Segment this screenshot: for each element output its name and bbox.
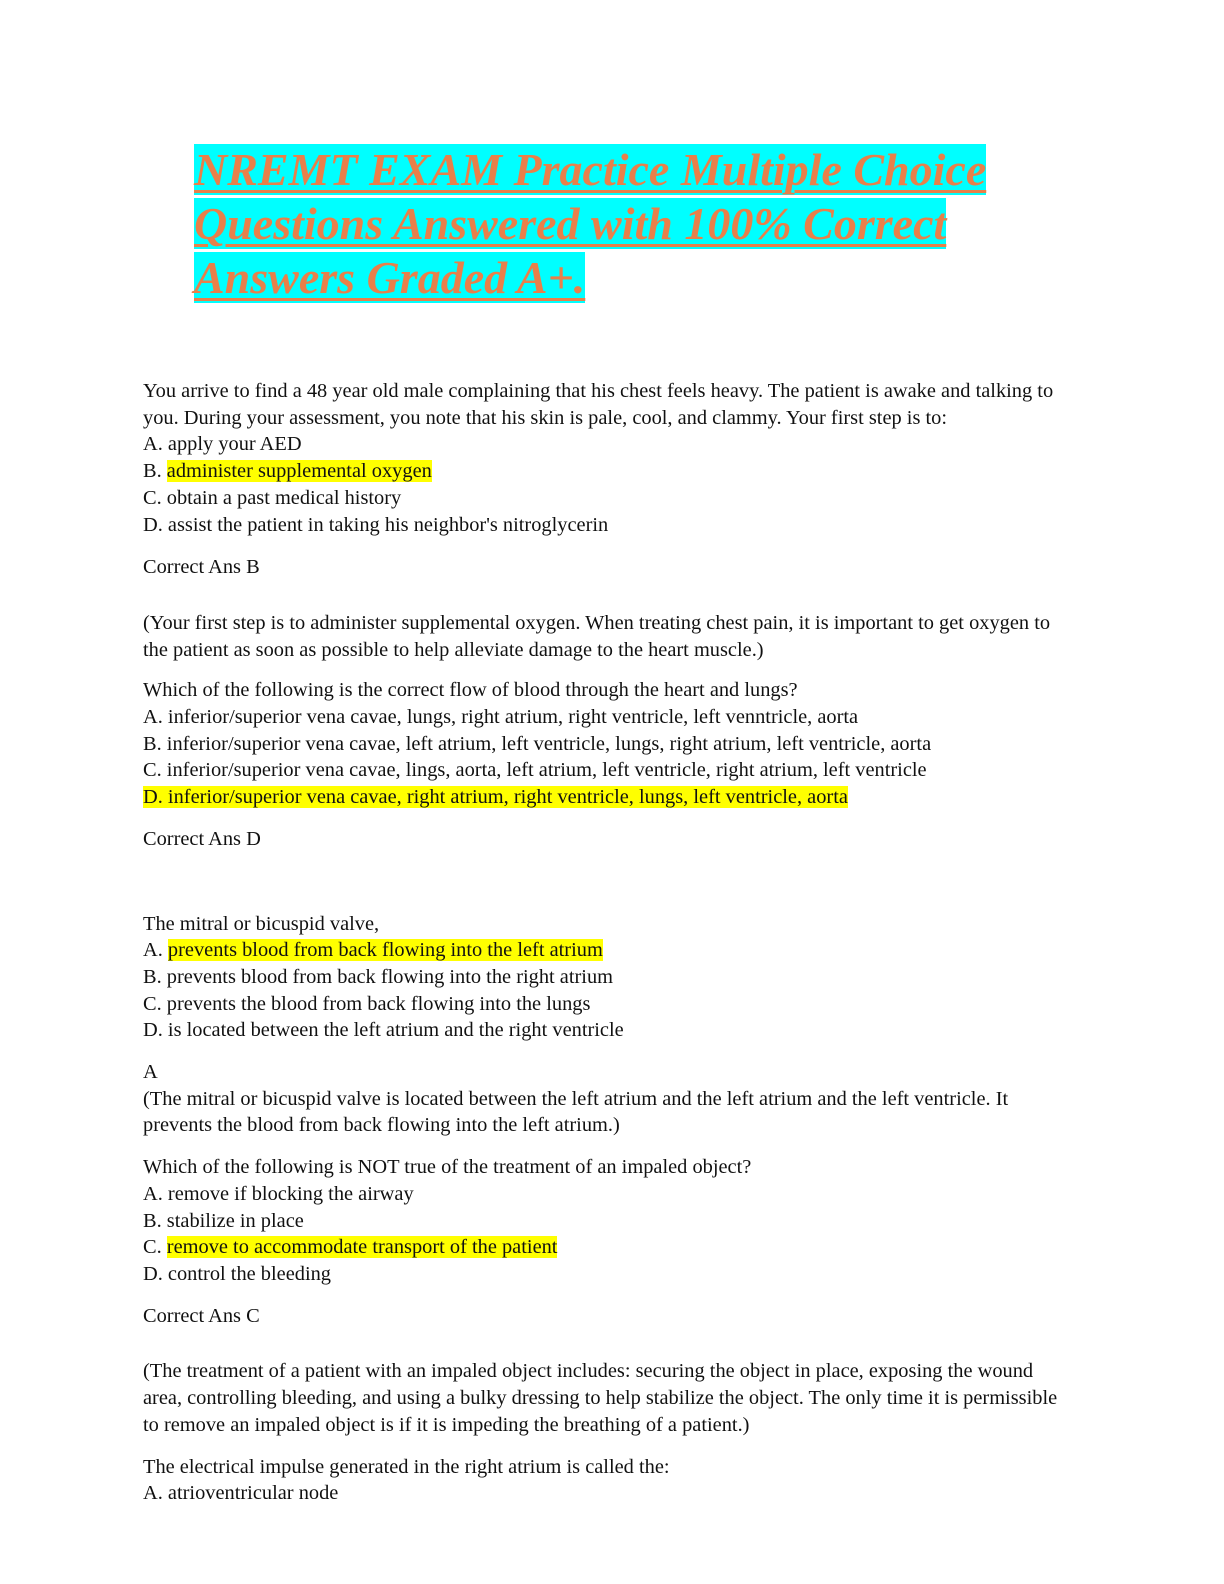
q2-option-a: A. inferior/superior vena cavae, lungs, … [143, 706, 859, 729]
document-body: You arrive to find a 48 year old male co… [143, 378, 1073, 1507]
q5-option-a: A. atrioventricular node [143, 1482, 339, 1505]
q3-option-a-prefix: A. [143, 939, 168, 962]
q4-answer: Correct Ans C [143, 1304, 260, 1327]
title-line-1: NREMT EXAM Practice Multiple Choice [194, 144, 987, 195]
q1-option-b-highlighted: administer supplemental oxygen [166, 460, 432, 483]
q1-option-b: B. administer supplemental oxygen [143, 458, 1073, 485]
document-title: NREMT EXAM Practice Multiple Choice Ques… [194, 143, 1054, 305]
q1-question: You arrive to find a 48 year old male co… [143, 380, 1054, 429]
q4-option-b: B. stabilize in place [143, 1209, 304, 1232]
q4-option-d: D. control the bleeding [143, 1262, 331, 1285]
title-line-3: Answers Graded A+. [194, 252, 586, 303]
q2-option-c: C. inferior/superior vena cavae, lings, … [143, 759, 927, 782]
q4-option-c-prefix: C. [143, 1236, 167, 1259]
q4-question: Which of the following is NOT true of th… [143, 1156, 752, 1179]
q3-answer: A [143, 1061, 158, 1084]
q4-option-c: C. remove to accommodate transport of th… [143, 1234, 1073, 1261]
q1-answer: Correct Ans B [143, 556, 260, 579]
q3-option-a-highlighted: prevents blood from back flowing into th… [167, 939, 603, 962]
q1-option-d: D. assist the patient in taking his neig… [143, 513, 609, 536]
q2-option-b: B. inferior/superior vena cavae, left at… [143, 732, 932, 755]
q3-option-a: A. prevents blood from back flowing into… [143, 937, 1073, 964]
q3-option-c: C. prevents the blood from back flowing … [143, 992, 591, 1015]
q2-question: Which of the following is the correct fl… [143, 679, 798, 702]
q2-option-d: D. inferior/superior vena cavae, right a… [143, 784, 1073, 811]
q3-option-d: D. is located between the left atrium an… [143, 1019, 624, 1042]
q3-question: The mitral or bicuspid valve, [143, 912, 380, 935]
q2-option-d-highlighted: D. inferior/superior vena cavae, right a… [143, 786, 848, 809]
q1-option-a: A. apply your AED [143, 433, 302, 456]
q4-option-c-highlighted: remove to accommodate transport of the p… [166, 1236, 558, 1259]
q5-question: The electrical impulse generated in the … [143, 1455, 670, 1478]
q4-option-a: A. remove if blocking the airway [143, 1182, 414, 1205]
q3-explanation: (The mitral or bicuspid valve is located… [143, 1087, 1009, 1137]
q3-option-b: B. prevents blood from back flowing into… [143, 965, 614, 988]
q2-answer: Correct Ans D [143, 827, 261, 850]
title-line-2: Questions Answered with 100% Correct [194, 198, 947, 249]
q1-explanation: (Your first step is to administer supple… [143, 611, 1051, 661]
q1-option-c: C. obtain a past medical history [143, 486, 402, 509]
q4-explanation: (The treatment of a patient with an impa… [143, 1360, 1058, 1436]
q1-option-b-prefix: B. [143, 460, 167, 483]
